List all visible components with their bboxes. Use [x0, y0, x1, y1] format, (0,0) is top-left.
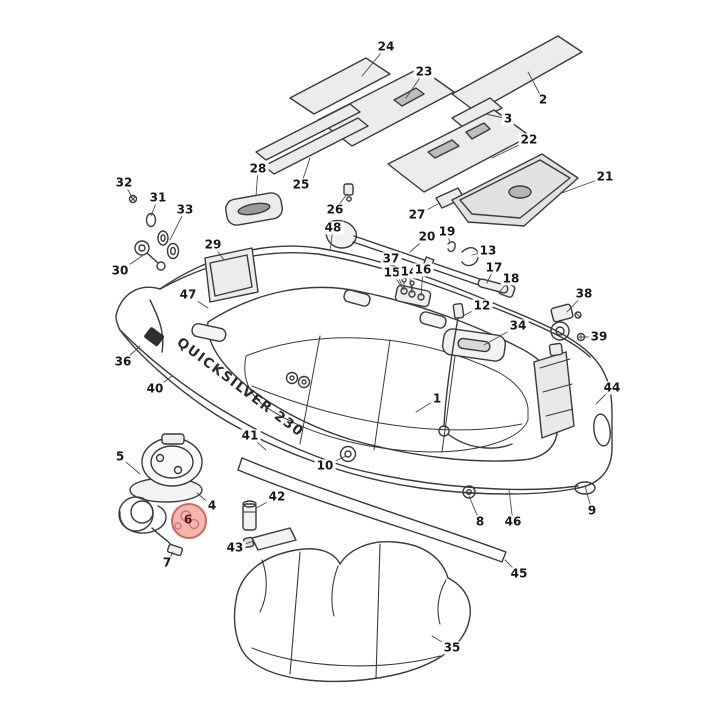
panel-25-rail-b: [263, 117, 369, 175]
part-label-33[interactable]: 33: [174, 202, 196, 217]
stern-cap-bottom: [574, 481, 596, 495]
part-label-43[interactable]: 43: [224, 540, 246, 555]
gauge-fitting-cluster: [128, 194, 180, 271]
bow-handle-patch: [191, 323, 227, 342]
repair-canister-42: [242, 500, 257, 531]
part-label-3[interactable]: 3: [501, 111, 515, 126]
part-label-16[interactable]: 16: [412, 262, 434, 277]
part-label-39[interactable]: 39: [588, 329, 610, 344]
part-label-36[interactable]: 36: [112, 354, 134, 369]
clip-26-dot: [346, 196, 352, 202]
part-label-20[interactable]: 20: [416, 229, 438, 244]
part-label-22[interactable]: 22: [518, 132, 540, 147]
tube-patch-b: [419, 311, 447, 329]
part-label-25[interactable]: 25: [290, 177, 312, 192]
panel-25-rail-a: [255, 103, 361, 161]
part-label-2[interactable]: 2: [536, 92, 550, 107]
panel-3-shape: [451, 97, 503, 129]
part-label-48[interactable]: 48: [322, 220, 344, 235]
pump-hose-coil: [118, 496, 173, 547]
bow-cone-line: [149, 299, 164, 353]
part-label-41[interactable]: 41: [239, 428, 261, 443]
seat-board: [441, 328, 507, 362]
hook-19: [447, 241, 456, 253]
part-label-6[interactable]: 6: [183, 512, 193, 527]
tube-17-18: [477, 278, 509, 294]
part-label-26[interactable]: 26: [324, 202, 346, 217]
part-label-38[interactable]: 38: [573, 286, 595, 301]
part-label-44[interactable]: 44: [601, 380, 623, 395]
panel-22-slot-a: [427, 139, 460, 159]
part-label-15[interactable]: 15: [381, 265, 403, 280]
oarlock-patch: [285, 371, 311, 389]
keel-strip-45: [237, 457, 507, 563]
part-label-46[interactable]: 46: [502, 514, 524, 529]
tube-patch-a: [343, 289, 371, 307]
part-label-31[interactable]: 31: [147, 190, 169, 205]
valve-cord-12: [438, 302, 513, 449]
floor-seam-long: [251, 385, 523, 431]
part-label-29[interactable]: 29: [202, 237, 224, 252]
part-label-5[interactable]: 5: [113, 449, 127, 464]
part-label-32[interactable]: 32: [113, 175, 135, 190]
floorboards-group: [225, 35, 583, 227]
clip-26-shape: [343, 183, 354, 196]
panel-21-shape: [451, 153, 579, 227]
part-label-23[interactable]: 23: [413, 64, 435, 79]
part-label-9[interactable]: 9: [585, 503, 599, 518]
part-label-30[interactable]: 30: [109, 263, 131, 278]
part-label-10[interactable]: 10: [314, 458, 336, 473]
part-label-34[interactable]: 34: [507, 318, 529, 333]
pump-group: [118, 433, 297, 557]
brand-logo: [144, 327, 164, 347]
part-label-37[interactable]: 37: [380, 251, 402, 266]
part-label-17[interactable]: 17: [483, 260, 505, 275]
part-label-18[interactable]: 18: [500, 271, 522, 286]
part-label-47[interactable]: 47: [177, 287, 199, 302]
floor-seam-1: [299, 335, 321, 445]
bag-outline: [233, 541, 471, 683]
part-label-13[interactable]: 13: [477, 243, 499, 258]
part-label-7[interactable]: 7: [160, 555, 174, 570]
stern-patch-8: [462, 485, 476, 499]
wire-13: [461, 247, 479, 267]
part-label-12[interactable]: 12: [471, 298, 493, 313]
part-label-42[interactable]: 42: [266, 489, 288, 504]
part-label-8[interactable]: 8: [473, 514, 487, 529]
part-label-24[interactable]: 24: [375, 39, 397, 54]
cockpit-inner-opening: [207, 286, 559, 462]
part-label-21[interactable]: 21: [594, 169, 616, 184]
part-label-28[interactable]: 28: [247, 161, 269, 176]
panel-28-pad: [225, 192, 283, 226]
part-label-19[interactable]: 19: [436, 224, 458, 239]
part-label-4[interactable]: 4: [205, 498, 219, 513]
seat-bag-group: [233, 541, 471, 683]
part-label-40[interactable]: 40: [144, 381, 166, 396]
panel-23-slot: [393, 87, 425, 107]
hull-bottom-tube-seam: [119, 329, 579, 491]
pump-nozzle-7: [166, 543, 184, 557]
floor-seam-2: [373, 339, 391, 451]
panel-2-shape: [451, 35, 583, 113]
highlight-circle[interactable]: [171, 503, 207, 539]
bag-fold-lines: [251, 543, 447, 679]
stern-cap-right: [593, 413, 611, 447]
pump-bellows: [141, 433, 203, 487]
panel-22-slot-b: [465, 122, 491, 140]
drain-valve-10: [339, 445, 357, 463]
part-label-27[interactable]: 27: [406, 207, 428, 222]
transom-board: [533, 342, 575, 439]
part-label-35[interactable]: 35: [441, 640, 463, 655]
bow-panel-29: [204, 247, 259, 303]
part-label-1[interactable]: 1: [430, 391, 444, 406]
part-label-45[interactable]: 45: [508, 566, 530, 581]
floor-panel-edge: [244, 337, 529, 453]
